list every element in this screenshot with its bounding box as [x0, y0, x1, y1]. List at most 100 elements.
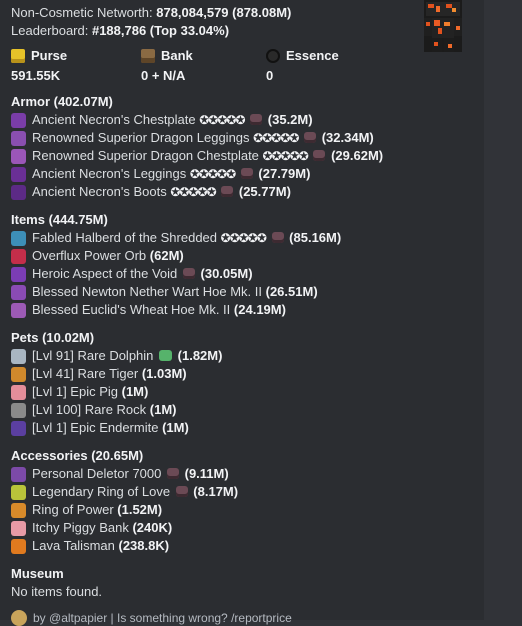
item-value: (29.62M): [331, 148, 384, 163]
item-value: (24.19M): [233, 302, 286, 317]
list-item: Lava Talisman (238.8K): [11, 537, 238, 555]
item-value: (1M): [162, 420, 189, 435]
list-item: [Lvl 91] Rare Dolphin (1.82M): [11, 347, 222, 365]
star-rating: ✪✪✪✪✪: [253, 131, 299, 145]
star-rating: ✪✪✪✪✪: [220, 231, 267, 245]
item-value: (62M): [149, 248, 184, 263]
networth-value: 878,084,579 (878.08M): [156, 5, 292, 20]
list-item: Overflux Power Orb (62M): [11, 247, 341, 265]
player-skin-icon: [424, 0, 462, 52]
items-section: Items (444.75M) Fabled Halberd of the Sh…: [11, 211, 341, 319]
item-icon: [11, 385, 26, 400]
stat-bank-label: Bank: [161, 48, 193, 63]
museum-empty-text: No items found.: [11, 584, 103, 599]
item-name: [Lvl 100] Rare Rock: [32, 402, 147, 417]
item-name: Renowned Superior Dragon Leggings: [32, 130, 250, 145]
stat-essence-value: 0: [266, 68, 274, 83]
item-name: Ring of Power: [32, 502, 114, 517]
item-icon: [11, 403, 26, 418]
item-value: (240K): [132, 520, 173, 535]
item-icon: [11, 521, 26, 536]
item-name: [Lvl 1] Epic Pig: [32, 384, 118, 399]
item-value: (1.52M): [117, 502, 163, 517]
list-item: Ancient Necron's Boots ✪✪✪✪✪ (25.77M): [11, 183, 383, 201]
chest-icon: [141, 49, 155, 63]
item-value: (26.51M): [265, 284, 318, 299]
stat-essence-label: Essence: [286, 48, 339, 63]
item-name: Renowned Superior Dragon Chestplate: [32, 148, 259, 163]
networth-label: Non-Cosmetic Networth:: [11, 5, 153, 20]
item-value: (32.34M): [321, 130, 374, 145]
leaderboard-line: Leaderboard: #188,786 (Top 33.04%): [11, 22, 229, 40]
list-item: Blessed Newton Nether Wart Hoe Mk. II (2…: [11, 283, 341, 301]
recomb-gem-icon: [304, 132, 317, 143]
item-icon: [11, 231, 26, 246]
item-value: (35.2M): [267, 112, 313, 127]
item-value: (1.03M): [141, 366, 187, 381]
list-item: Ancient Necron's Leggings ✪✪✪✪✪ (27.79M): [11, 165, 383, 183]
chat-gutter: [484, 0, 522, 620]
list-item: Heroic Aspect of the Void (30.05M): [11, 265, 341, 283]
item-name: Ancient Necron's Leggings: [32, 166, 187, 181]
item-icon: [11, 249, 26, 264]
accessories-section: Accessories (20.65M) Personal Deletor 70…: [11, 447, 238, 555]
item-icon: [11, 467, 26, 482]
recomb-gem-icon: [240, 168, 253, 179]
list-item: Renowned Superior Dragon Chestplate ✪✪✪✪…: [11, 147, 383, 165]
item-icon: [11, 185, 26, 200]
networth-embed: Non-Cosmetic Networth: 878,084,579 (878.…: [11, 0, 462, 626]
item-icon: [11, 285, 26, 300]
recomb-gem-icon: [271, 232, 284, 243]
item-icon: [11, 421, 26, 436]
item-value: (27.79M): [258, 166, 311, 181]
item-name: Lava Talisman: [32, 538, 115, 553]
museum-title: Museum: [11, 566, 64, 581]
list-item: Ring of Power (1.52M): [11, 501, 238, 519]
item-icon: [11, 267, 26, 282]
networth-line: Non-Cosmetic Networth: 878,084,579 (878.…: [11, 4, 291, 22]
list-item: Renowned Superior Dragon Leggings ✪✪✪✪✪ …: [11, 129, 383, 147]
list-item: Personal Deletor 7000 (9.11M): [11, 465, 238, 483]
item-value: (1M): [121, 384, 149, 399]
essence-icon: [266, 49, 280, 63]
item-name: Itchy Piggy Bank: [32, 520, 129, 535]
item-icon: [11, 539, 26, 554]
item-value: (9.11M): [184, 466, 229, 481]
list-item: Blessed Euclid's Wheat Hoe Mk. II (24.19…: [11, 301, 341, 319]
star-rating: ✪✪✪✪✪: [189, 167, 236, 181]
list-item: [Lvl 1] Epic Pig (1M): [11, 383, 222, 401]
accessories-title: Accessories (20.65M): [11, 448, 144, 463]
recomb-gem-icon: [313, 150, 326, 161]
recomb-gem-icon: [166, 468, 179, 479]
items-list: Fabled Halberd of the Shredded ✪✪✪✪✪ (85…: [11, 229, 341, 319]
pets-list: [Lvl 91] Rare Dolphin (1.82M)[Lvl 41] Ra…: [11, 347, 222, 437]
item-name: Ancient Necron's Chestplate: [32, 112, 196, 127]
stat-purse-label: Purse: [31, 48, 68, 63]
recomb-gem-icon: [250, 114, 263, 125]
item-value: (1.82M): [177, 348, 223, 363]
item-value: (25.77M): [238, 184, 291, 199]
recomb-gem-icon: [221, 186, 234, 197]
item-icon: [11, 367, 26, 382]
item-name: Heroic Aspect of the Void: [32, 266, 178, 281]
item-icon: [11, 349, 26, 364]
item-value: (85.16M): [289, 230, 342, 245]
stat-bank-value: 0 + N/A: [141, 68, 186, 83]
stat-purse-value: 591.55K: [11, 68, 61, 83]
accessories-list: Personal Deletor 7000 (9.11M)Legendary R…: [11, 465, 238, 555]
item-name: [Lvl 1] Epic Endermite: [32, 420, 159, 435]
museum-section: Museum No items found.: [11, 565, 102, 601]
item-icon: [11, 503, 26, 518]
footer-text: by @altpapier | Is something wrong? /rep…: [33, 611, 292, 625]
star-rating: ✪✪✪✪✪: [199, 113, 245, 127]
item-name: Personal Deletor 7000: [32, 466, 162, 481]
item-name: Ancient Necron's Boots: [32, 184, 167, 199]
items-title: Items (444.75M): [11, 212, 108, 227]
pet-item-icon: [159, 350, 173, 361]
item-icon: [11, 131, 26, 146]
bot-avatar-icon: [11, 610, 27, 626]
item-icon: [11, 167, 26, 182]
pets-section: Pets (10.02M) [Lvl 91] Rare Dolphin (1.8…: [11, 329, 222, 437]
armor-section: Armor (402.07M) Ancient Necron's Chestpl…: [11, 93, 383, 201]
item-icon: [11, 113, 26, 128]
